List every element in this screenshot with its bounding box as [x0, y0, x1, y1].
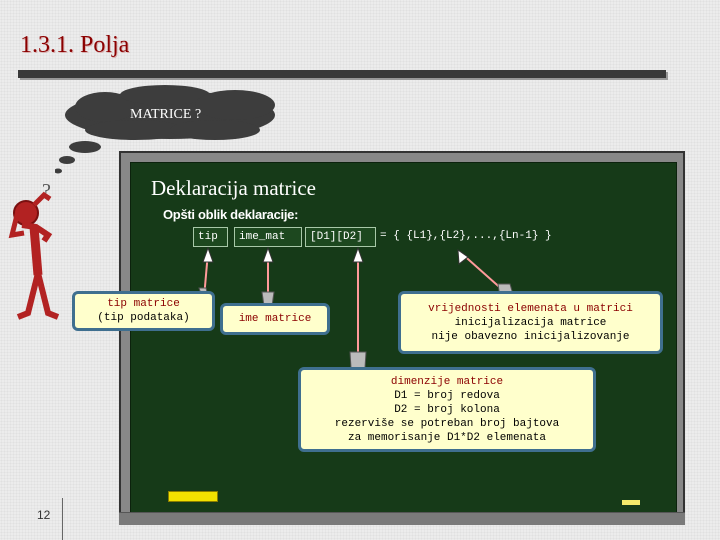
- callout-dims-line5: za memorisanje D1*D2 elemenata: [347, 431, 547, 444]
- thought-cloud: [55, 85, 275, 174]
- callout-dims-line4: rezerviše se potreban broj bajtova: [334, 417, 560, 430]
- chalk-piece: [168, 491, 218, 502]
- board-title: Deklaracija matrice: [151, 176, 316, 200]
- callout-init-line2: inicijalizacija matrice: [454, 316, 607, 329]
- callout-tip-line1: tip matrice: [107, 298, 180, 310]
- callout-ime: ime matrice: [220, 303, 330, 335]
- callout-init-line1: vrijednosti elemenata u matrici: [428, 302, 633, 315]
- callout-tip-line2: (tip podataka): [97, 312, 190, 324]
- chalk-tray: [119, 512, 685, 525]
- question-mark-icon: ?: [42, 180, 51, 202]
- title-rule: [18, 70, 666, 78]
- thinking-person-icon: ?: [8, 180, 60, 320]
- page-number-divider: [62, 498, 63, 540]
- callout-dims-line3: D2 = broj kolona: [394, 403, 500, 416]
- callout-init-line3: nije obavezno inicijalizovanje: [431, 330, 630, 343]
- decl-ime-mat: ime_mat: [234, 227, 302, 247]
- chalk-piece-small: [622, 500, 640, 505]
- callout-dims-line1: dimenzije matrice: [390, 375, 504, 388]
- slide-title: 1.3.1. Polja: [20, 32, 130, 58]
- page-number: 12: [37, 508, 51, 522]
- callout-dims: dimenzije matrice D1 = broj redova D2 = …: [298, 367, 596, 452]
- decl-tip: tip: [193, 227, 228, 247]
- callout-dims-line2: D1 = broj redova: [394, 389, 500, 402]
- cloud-label: MATRICE ?: [130, 107, 202, 122]
- callout-init: vrijednosti elemenata u matrici inicijal…: [398, 291, 663, 354]
- board-subtitle: Opšti oblik deklaracije:: [163, 207, 299, 222]
- decl-dims: [D1][D2]: [305, 227, 376, 247]
- decl-initializer: = { {L1},{L2},...,{Ln-1} }: [380, 230, 552, 242]
- callout-ime-line1: ime matrice: [238, 313, 312, 325]
- callout-tip: tip matrice (tip podataka): [72, 291, 215, 331]
